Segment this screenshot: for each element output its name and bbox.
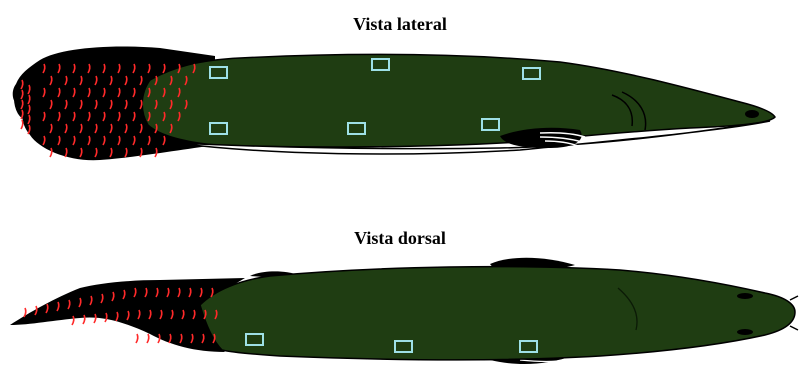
- dorsal-eye-top: [737, 293, 753, 299]
- dorsal-body: [200, 267, 795, 360]
- dorsal-eye-bottom: [737, 329, 753, 335]
- dorsal-view-fish: [10, 258, 798, 364]
- scale-mark: [21, 120, 23, 129]
- scale-mark: [136, 334, 138, 343]
- lateral-view-fish: [13, 47, 775, 161]
- lateral-caudal-lobe: [14, 76, 40, 120]
- scale-mark: [24, 308, 26, 317]
- scale-mark: [147, 334, 149, 343]
- lateral-eye: [745, 110, 759, 118]
